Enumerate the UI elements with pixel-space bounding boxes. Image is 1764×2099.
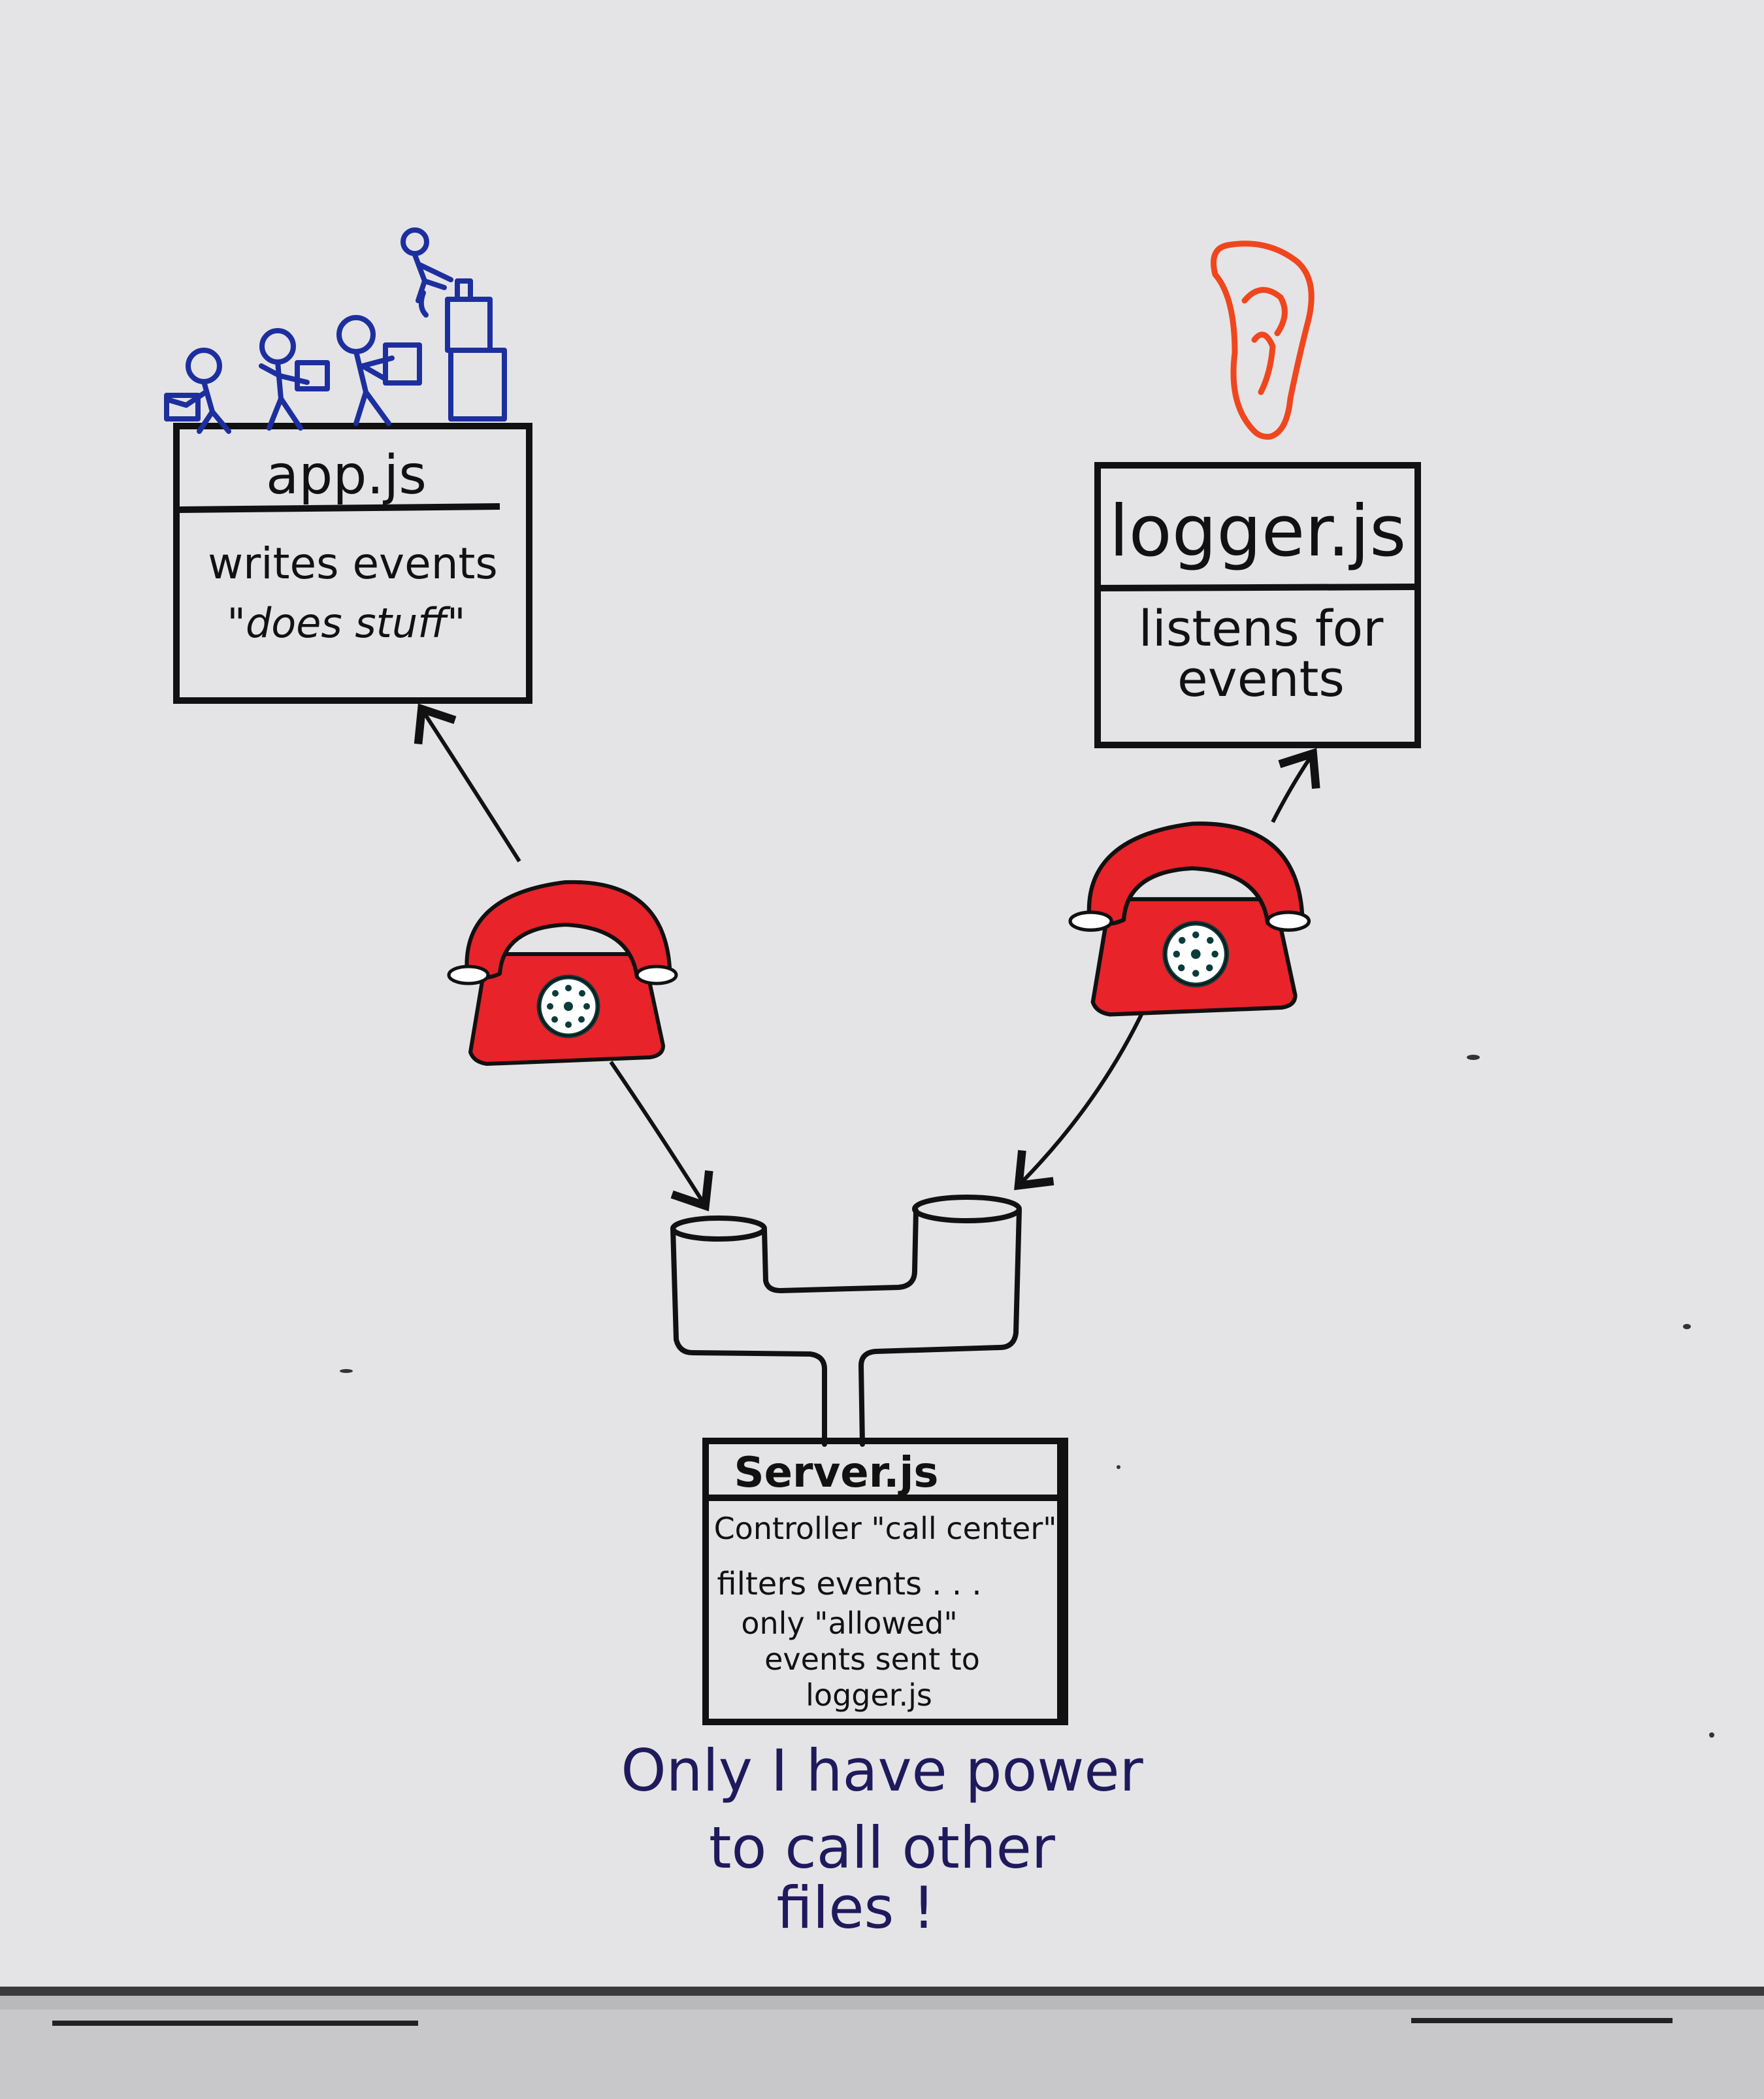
app-box-line1: writes events	[208, 538, 498, 589]
arrow-phone-to-app	[414, 703, 521, 863]
server-note: Only I have power to call other files !	[621, 1737, 1143, 1942]
board-specks	[340, 1055, 1714, 1738]
server-box-line4: events sent to	[764, 1642, 980, 1677]
logger-box-line2: events	[1177, 650, 1345, 708]
server-box-title: Server.js	[734, 1449, 939, 1497]
note-line3: files !	[776, 1874, 935, 1942]
note-line1: Only I have power	[621, 1737, 1143, 1804]
rotary-phone-icon	[1070, 823, 1309, 1014]
y-pipe-icon	[670, 1195, 1022, 1447]
stick-figure-workers-icon	[164, 227, 507, 434]
server-box-line2: filters events . . .	[717, 1566, 981, 1602]
logger-box: logger.js listens for events	[1094, 462, 1421, 748]
app-box-line2: "does stuff"	[227, 599, 465, 647]
logger-box-line1: listens for	[1139, 599, 1384, 657]
rotary-phone-icon	[449, 882, 676, 1064]
ear-icon	[1211, 240, 1315, 440]
arrow-phone-to-logger	[1271, 748, 1320, 823]
logger-box-title: logger.js	[1109, 491, 1407, 572]
server-box-line1: Controller "call center"	[714, 1511, 1057, 1546]
server-box-line5: logger.js	[806, 1678, 932, 1713]
arrow-phone-to-pipe-left	[609, 1061, 713, 1212]
server-box-line3: only "allowed"	[741, 1606, 957, 1641]
arrow-phone-to-pipe-right	[1014, 995, 1152, 1191]
app-box-title: app.js	[266, 444, 427, 506]
note-line2: to call other	[709, 1814, 1056, 1881]
app-box: app.js writes events "does stuff"	[173, 423, 532, 704]
server-box: Server.js Controller "call center" filte…	[702, 1438, 1068, 1725]
